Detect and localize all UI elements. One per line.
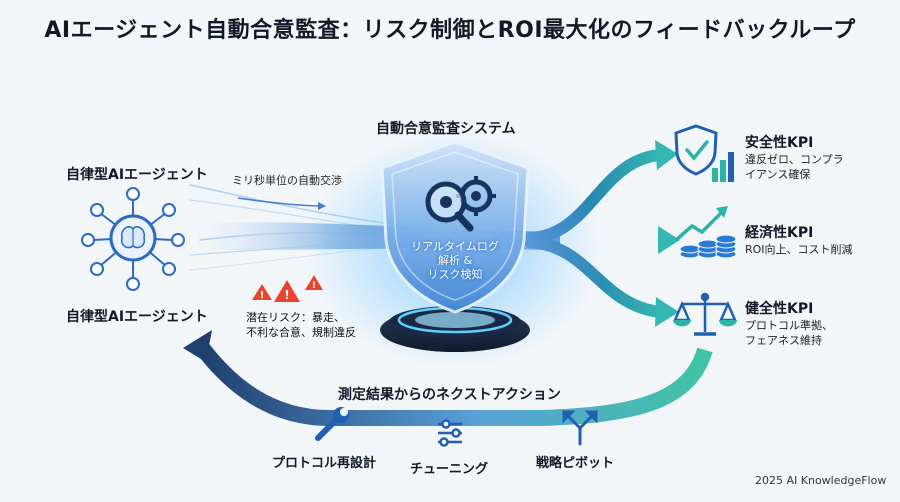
coins-growth-icon bbox=[674, 206, 737, 259]
kpi-economy: 経済性KPI ROI向上、コスト削減 bbox=[745, 222, 853, 257]
sliders-icon bbox=[438, 419, 462, 447]
magnifier-gear-icon bbox=[425, 176, 496, 232]
action-tuning: チューニング bbox=[410, 462, 489, 477]
shield-check-chart-icon bbox=[674, 124, 734, 182]
page-title: AIエージェント自動合意監査：リスク制御とROI最大化のフィードバックループ bbox=[44, 18, 856, 43]
split-arrows-icon bbox=[562, 410, 598, 446]
kpi-desc-line: ROI向上、コスト削減 bbox=[745, 243, 853, 256]
negotiation-arrow bbox=[237, 197, 319, 207]
feedback-loop-arrow bbox=[183, 330, 713, 426]
kpi-desc-line: フェアネス維持 bbox=[745, 334, 822, 347]
shield-pedestal bbox=[380, 306, 530, 352]
risk-text: 潜在リスク：暴走、 不利な合意、規制違反 bbox=[246, 310, 356, 340]
svg-text:!: ! bbox=[260, 290, 265, 301]
kpi-title: 安全性KPI bbox=[745, 135, 814, 151]
negotiation-label: ミリ秒単位の自動交渉 bbox=[232, 174, 342, 187]
warning-icon: ! ! ! bbox=[252, 275, 323, 302]
kpi-title: 経済性KPI bbox=[745, 225, 814, 241]
agent-label-top: 自律型AIエージェント bbox=[66, 167, 208, 183]
shield-icon bbox=[380, 140, 530, 314]
risk-line-2: 不利な合意、規制違反 bbox=[246, 326, 356, 339]
risk-line-1: 潜在リスク：暴走、 bbox=[246, 311, 345, 324]
shield-text: リアルタイムログ 解析 & リスク検知 bbox=[405, 240, 505, 282]
shield-line-1: リアルタイムログ bbox=[411, 240, 499, 253]
shield-line-2: 解析 & bbox=[437, 254, 473, 267]
agent-label-bottom: 自律型AIエージェント bbox=[66, 309, 208, 325]
loop-label: 測定結果からのネクストアクション bbox=[338, 387, 561, 403]
action-protocol-redesign: プロトコル再設計 bbox=[272, 456, 377, 471]
shield-line-3: リスク検知 bbox=[427, 268, 483, 281]
kpi-desc-line: プロトコル準拠、 bbox=[745, 319, 833, 332]
system-label: 自動合意監査システム bbox=[376, 121, 516, 137]
agent-network-icon bbox=[81, 187, 185, 291]
action-strategy-pivot: 戦略ピボット bbox=[536, 456, 615, 471]
kpi-safety: 安全性KPI 違反ゼロ、コンプラ イアンス確保 bbox=[745, 132, 844, 182]
svg-text:!: ! bbox=[284, 288, 289, 302]
balance-scale-icon bbox=[672, 292, 738, 336]
kpi-desc-line: 違反ゼロ、コンプラ bbox=[745, 153, 844, 166]
kpi-health: 健全性KPI プロトコル準拠、 フェアネス維持 bbox=[745, 298, 833, 348]
svg-text:!: ! bbox=[312, 281, 316, 291]
footer-credit: 2025 AI KnowledgeFlow bbox=[755, 474, 887, 487]
kpi-desc-line: イアンス確保 bbox=[745, 168, 811, 181]
kpi-title: 健全性KPI bbox=[745, 301, 814, 317]
wrench-icon bbox=[315, 407, 349, 441]
